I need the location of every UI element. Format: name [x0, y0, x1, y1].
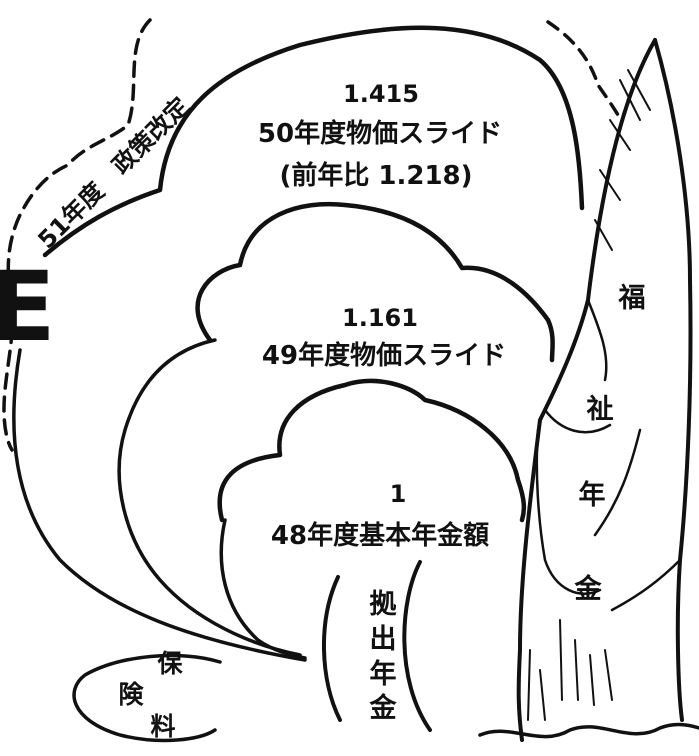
welfare-pension-char-2: 祉	[587, 394, 614, 425]
cloud-outline-49-left	[117, 338, 302, 657]
contribution-bracket-right	[402, 560, 432, 732]
cloud-outline-48	[217, 378, 527, 523]
contribution-pension-char-3: 年	[370, 658, 397, 690]
level1-title: 48年度基本年金額	[271, 520, 489, 551]
cloud-outline-48-left	[219, 518, 307, 660]
level3-ratio: (前年比 1.218)	[279, 160, 472, 191]
policy-revision-label: 51年度 政策改定	[32, 92, 194, 254]
level3-value: 1.415	[343, 80, 419, 108]
insurance-char-1: 保	[156, 649, 183, 678]
bamboo-leaf-line-1	[586, 298, 608, 382]
bamboo-leaf-line-2	[543, 408, 612, 434]
level1-value: 1	[390, 480, 407, 508]
insurance-char-2: 険	[118, 680, 144, 709]
e-mark: E	[0, 251, 56, 363]
welfare-pension-char-3: 年	[579, 479, 606, 511]
insurance-char-3: 料	[150, 712, 175, 741]
level2-title: 49年度物価スライド	[262, 340, 506, 371]
welfare-pension-char-1: 福	[618, 283, 646, 314]
contribution-pension-char-2: 出	[370, 624, 397, 655]
bamboo-outline-right	[653, 38, 693, 722]
contribution-bracket-left	[321, 575, 342, 722]
contribution-pension-char-4: 金	[369, 692, 398, 724]
cloud-outline-49	[195, 201, 555, 363]
revision-outline-dashed-right	[546, 20, 620, 117]
bamboo-outline-left	[516, 38, 657, 742]
ground-line	[478, 722, 699, 739]
bamboo-hatching	[527, 69, 651, 721]
bamboo-leaf-line-4	[593, 428, 642, 537]
insurance-outline	[72, 653, 222, 743]
level3-title: 50年度物価スライド	[258, 118, 502, 149]
bamboo-leaf-line-5	[610, 558, 682, 612]
cloud-outline-outer-left	[12, 348, 307, 662]
revision-outline-dashed	[2, 18, 152, 452]
contribution-pension-char-1: 拠	[370, 589, 398, 620]
cloud-outline-50	[42, 25, 585, 258]
bamboo-leaf-line-3	[535, 428, 602, 595]
welfare-pension-char-4: 金	[574, 573, 603, 605]
level2-value: 1.161	[342, 304, 418, 332]
